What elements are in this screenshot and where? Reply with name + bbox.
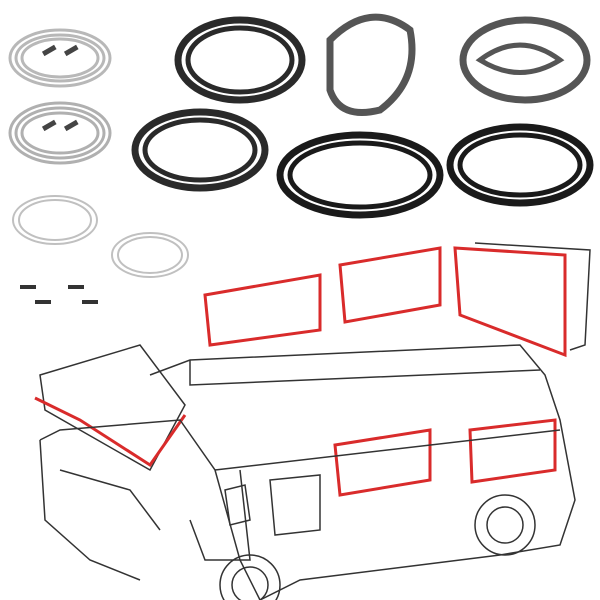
trim-clips	[41, 44, 79, 57]
chrome-trim-coil	[8, 28, 112, 88]
rubber-seal-ring	[446, 123, 594, 207]
rubber-seal-ring	[174, 16, 306, 104]
chrome-trim-coil	[8, 101, 112, 165]
thin-trim-coil	[12, 195, 189, 278]
rubber-seal-ring	[459, 16, 591, 104]
window-panels	[34, 242, 591, 497]
rubber-seal-ring	[131, 108, 269, 192]
van-line-drawing	[39, 344, 576, 600]
rubber-seal-ring	[326, 13, 416, 116]
rubber-seal-ring	[276, 131, 444, 219]
trim-clips	[41, 119, 79, 132]
seal-clips	[20, 285, 98, 304]
